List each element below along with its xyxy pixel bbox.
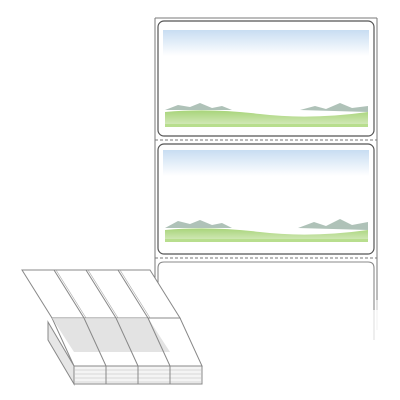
label-2 bbox=[157, 143, 375, 255]
fanfold-top-sheet bbox=[21, 269, 181, 319]
fanfold-fold bbox=[51, 317, 203, 367]
label-1-sky bbox=[163, 30, 369, 56]
label-1 bbox=[157, 20, 375, 137]
fanfold-stack-body bbox=[47, 320, 203, 386]
label-2-landscape bbox=[165, 219, 368, 242]
label-2-sky bbox=[163, 150, 369, 176]
fanfold-stack bbox=[21, 269, 203, 386]
label-1-landscape bbox=[165, 103, 368, 127]
